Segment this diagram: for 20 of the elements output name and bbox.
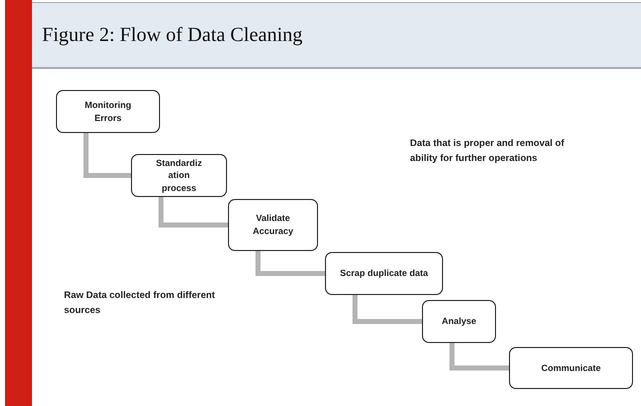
box-label: Monitoring Errors <box>84 98 132 124</box>
note-text: Data that is proper and removal of ability for further operations <box>410 137 566 166</box>
process-box <box>422 300 496 343</box>
process-box <box>325 252 443 295</box>
connector-line <box>256 251 325 276</box>
process-box <box>509 347 633 389</box>
box-label: Communicate <box>540 362 602 374</box>
title: Figure 2: Flow of Data Cleaning <box>42 24 303 46</box>
connector-line <box>84 133 131 178</box>
connector-line <box>158 197 228 228</box>
box-label: Analyse <box>440 315 478 328</box>
connector-line <box>352 295 422 324</box>
process-box <box>56 90 160 133</box>
process-box <box>228 199 318 251</box>
connector-line <box>450 343 509 370</box>
box-label: Standardiz ation process <box>154 156 203 194</box>
box-label: Validate Accuracy <box>252 212 294 238</box>
box-label: Scrap duplicate data <box>339 267 429 280</box>
process-box <box>131 154 227 197</box>
note-text: Raw Data collected from different sources <box>64 289 216 318</box>
